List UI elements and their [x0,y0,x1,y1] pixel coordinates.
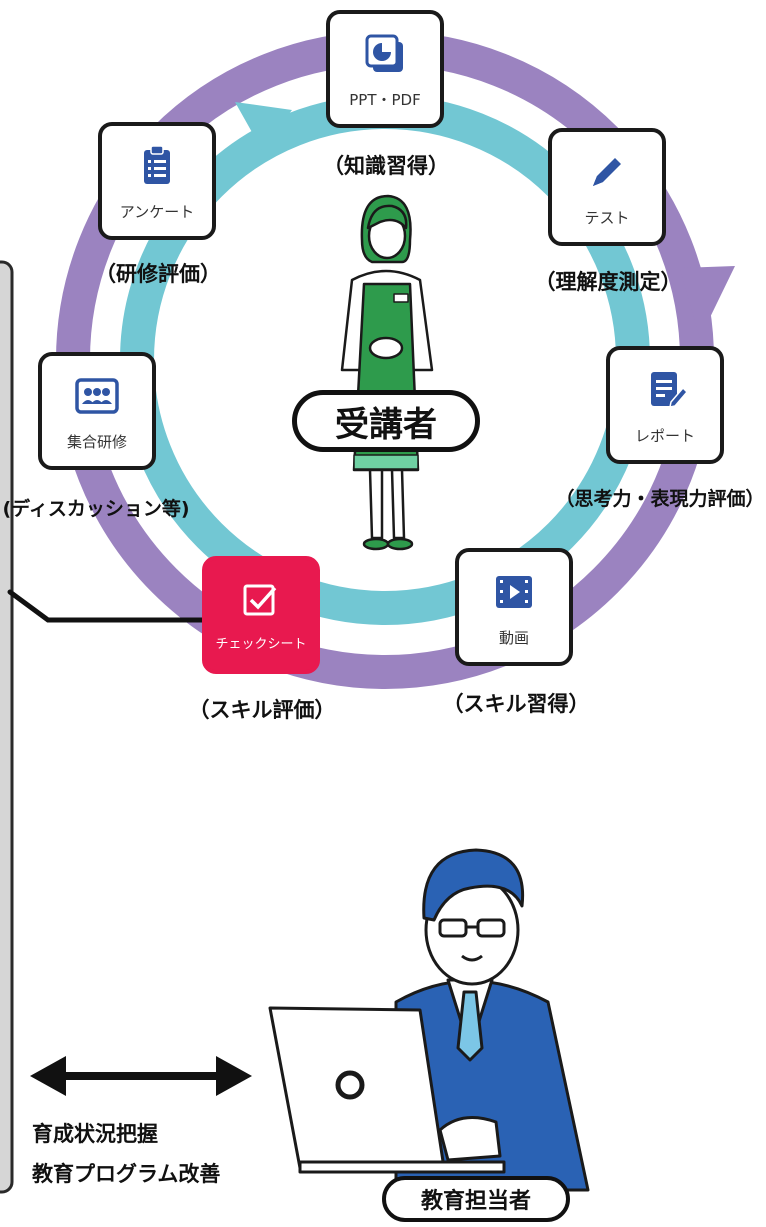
side-text-progress: 育成状況把握 [32,1122,158,1146]
node-video-label: 動画 [498,629,529,647]
node-ppt-pdf[interactable]: PPT・PDF [326,10,444,128]
node-report-label: レポート [634,427,695,445]
left-panel [0,260,14,1194]
node-survey[interactable]: アンケート [98,122,216,240]
arrow-head-right [680,266,735,338]
trainee-label: 受講者 [292,390,480,452]
node-test-label: テスト [584,209,630,227]
document-edit-icon [651,372,687,408]
group-icon [75,378,119,414]
node-video[interactable]: 動画 [455,548,573,666]
caption-training-eval: （研修評価） [95,262,221,286]
caption-understanding: （理解度測定） [534,270,682,294]
caption-knowledge: （知識習得） [323,154,449,178]
node-group-training[interactable]: 集合研修 [38,352,156,470]
clipboard-icon [144,145,170,184]
checkbox-icon [243,584,277,616]
node-check-label: チェックシート [215,637,307,652]
instructor-label: 教育担当者 [382,1176,570,1222]
pen-icon [593,158,621,186]
node-report[interactable]: レポート [606,346,724,464]
connector-line [7,589,225,623]
node-ppt-label: PPT・PDF [349,91,421,109]
arrow-head-top [235,102,292,150]
node-group-label: 集合研修 [66,433,127,451]
caption-discussion: (ディスカッション等) [2,498,190,520]
caption-skill-eval: （スキル評価） [188,698,336,722]
caption-thinking: （思考力・表現力評価） [555,488,765,510]
node-checksheet[interactable]: チェックシート [202,556,320,674]
video-icon [496,576,532,608]
double-arrow [30,1056,252,1096]
caption-skill-acquire: （スキル習得） [442,692,590,716]
node-survey-label: アンケート [119,203,195,221]
pie-chart-icon [365,34,403,72]
node-test[interactable]: テスト [548,128,666,246]
side-text-improvement: 教育プログラム改善 [32,1162,221,1186]
